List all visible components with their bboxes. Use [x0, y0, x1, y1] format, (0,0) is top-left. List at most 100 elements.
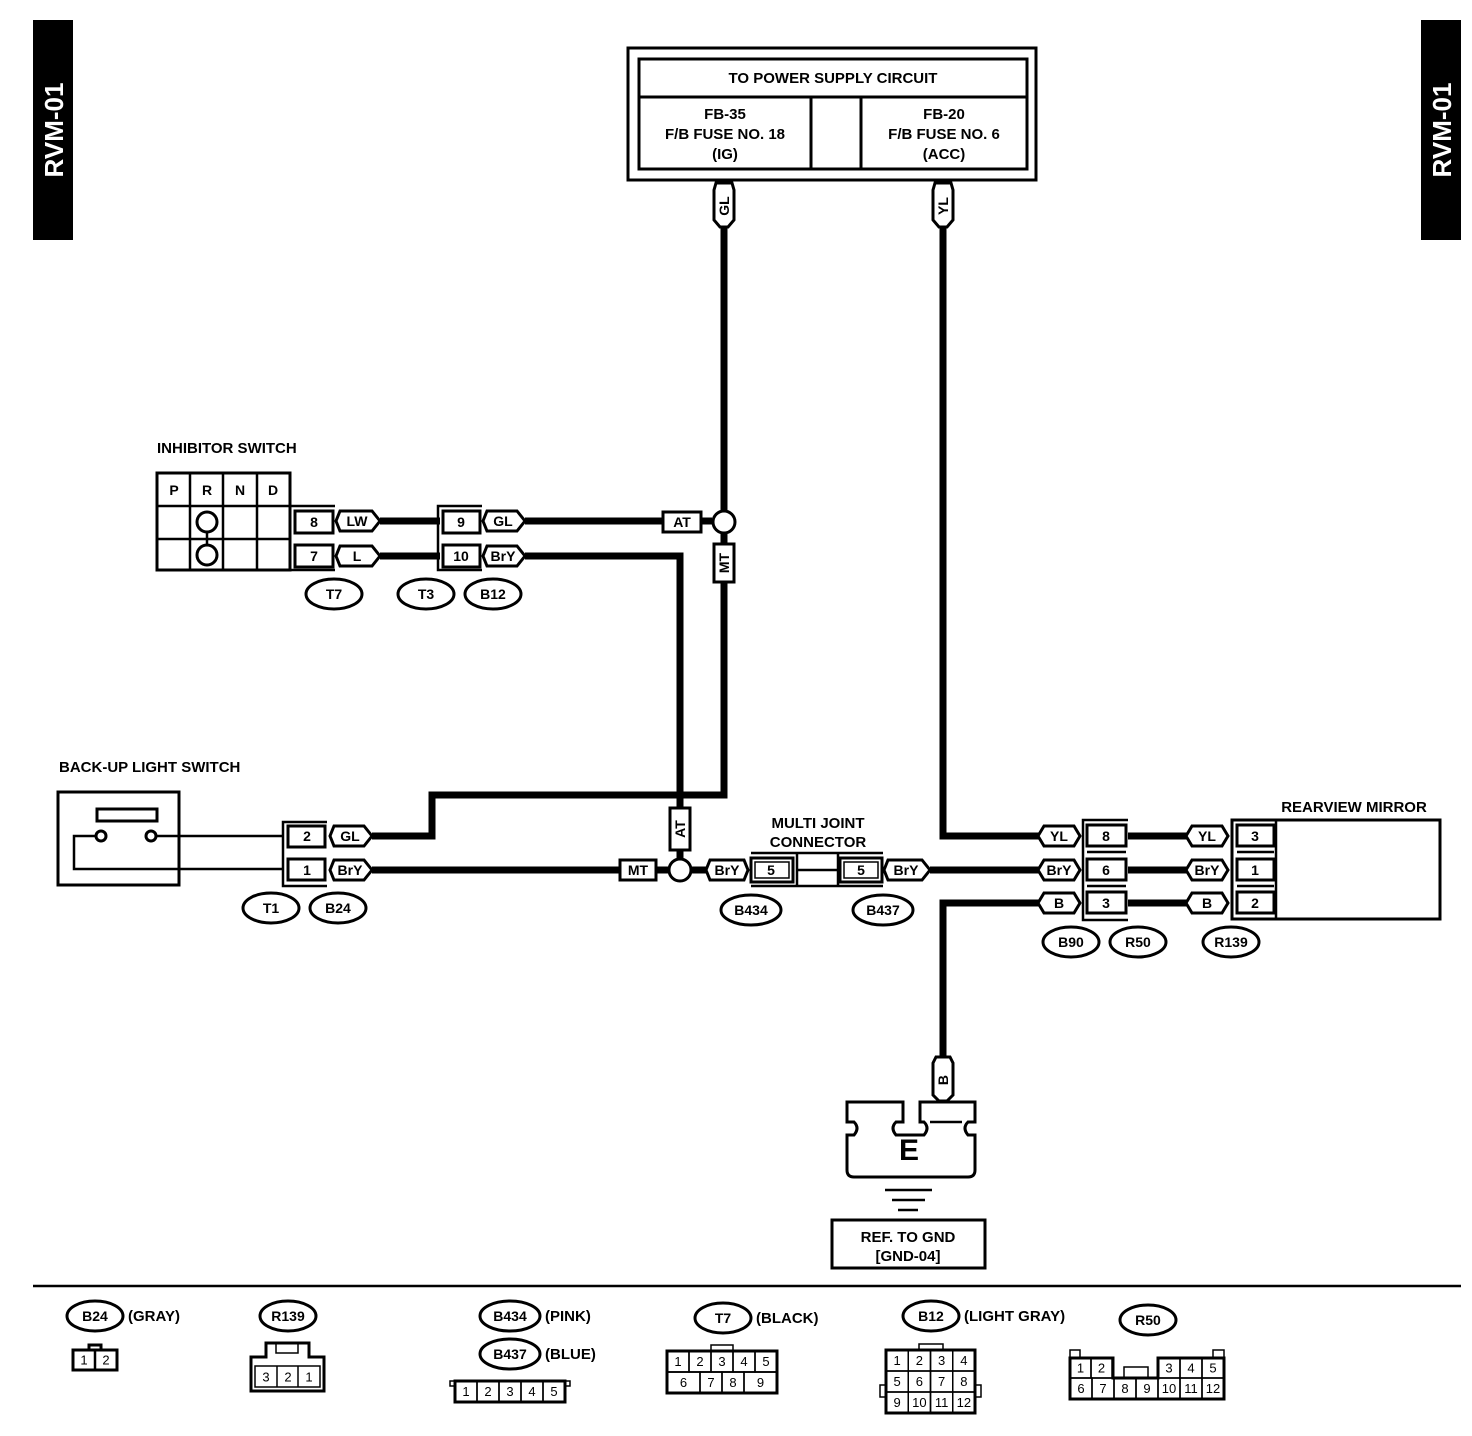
svg-text:YL: YL: [1050, 828, 1068, 844]
svg-text:B437: B437: [493, 1346, 527, 1362]
wire-tag-bry-r139: BrY: [1184, 858, 1230, 882]
svg-text:8: 8: [1102, 828, 1110, 844]
svg-text:T3: T3: [418, 586, 435, 602]
junction-top: AT MT: [661, 509, 737, 584]
connector-tag-r139: R139: [1201, 925, 1261, 959]
ground-terminal: E: [845, 1100, 977, 1179]
svg-text:AT: AT: [673, 514, 691, 530]
connector-tag-b90: B90: [1041, 925, 1101, 959]
svg-text:BrY: BrY: [715, 862, 741, 878]
svg-text:B: B: [1202, 895, 1212, 911]
svg-text:(GRAY): (GRAY): [128, 1308, 180, 1325]
svg-text:LW: LW: [347, 513, 369, 529]
connector-tag-r50: R50: [1108, 925, 1168, 959]
wire-bry-at: [525, 552, 684, 808]
pin-number: 2: [696, 1354, 703, 1369]
pin-number: 1: [894, 1353, 901, 1368]
pin-number: 1: [462, 1384, 469, 1399]
svg-text:1: 1: [1251, 862, 1259, 878]
svg-text:B434: B434: [493, 1308, 527, 1324]
svg-text:YL: YL: [1198, 828, 1216, 844]
svg-text:[GND-04]: [GND-04]: [875, 1248, 940, 1265]
pin-number: 3: [718, 1354, 725, 1369]
pin-number: 8: [729, 1375, 736, 1390]
fuse-left-line3: (IG): [712, 146, 738, 163]
svg-text:D: D: [268, 482, 278, 498]
svg-text:3: 3: [1251, 828, 1259, 844]
svg-text:(LIGHT GRAY): (LIGHT GRAY): [964, 1308, 1065, 1325]
svg-text:2: 2: [303, 828, 311, 844]
wire-tag-l: L: [334, 544, 382, 568]
svg-text:10: 10: [453, 548, 469, 564]
svg-text:5: 5: [857, 862, 865, 878]
connector-tag-b437: B437: [851, 893, 915, 927]
svg-text:BrY: BrY: [894, 862, 920, 878]
backup-light-switch-title: BACK-UP LIGHT SWITCH: [59, 759, 240, 776]
rearview-mirror: 3 1 2: [1230, 818, 1442, 921]
legend-r139: R139 3 2 1: [249, 1299, 326, 1393]
svg-text:GL: GL: [493, 513, 513, 529]
pin-number: 2: [1098, 1361, 1105, 1376]
pin-number: 6: [680, 1375, 687, 1390]
svg-text:B12: B12: [918, 1308, 944, 1324]
pin-number: 3: [938, 1353, 945, 1368]
pin-number: 8: [1121, 1381, 1128, 1396]
pin-cell: [743, 1371, 778, 1394]
pin-number: 12: [1206, 1381, 1220, 1396]
svg-text:B24: B24: [82, 1308, 108, 1324]
wire-tag-yl-top: YL: [931, 181, 955, 229]
svg-text:P: P: [169, 482, 178, 498]
ground-symbol: [885, 1188, 932, 1212]
pin-number: 4: [528, 1384, 535, 1399]
svg-text:BrY: BrY: [491, 548, 517, 564]
side-tab-right: RVM-01: [1421, 20, 1461, 240]
svg-text:T1: T1: [263, 900, 280, 916]
wire-tag-b-ground: B: [931, 1055, 955, 1103]
svg-text:8: 8: [310, 514, 318, 530]
pin-number: 5: [762, 1354, 769, 1369]
side-tab-left: RVM-01: [33, 20, 73, 240]
ground-label: E: [899, 1134, 919, 1167]
svg-text:2: 2: [284, 1370, 291, 1385]
svg-text:3: 3: [262, 1370, 269, 1385]
svg-text:T7: T7: [326, 586, 343, 602]
svg-text:7: 7: [310, 548, 318, 564]
svg-text:YL: YL: [935, 197, 951, 215]
multi-joint-connector: 5 5: [749, 851, 884, 888]
fuse-left-line1: FB-35: [704, 106, 746, 123]
pin-number: 1: [1077, 1361, 1084, 1376]
svg-text:BrY: BrY: [1195, 862, 1221, 878]
svg-text:2: 2: [1251, 895, 1259, 911]
svg-text:N: N: [235, 482, 245, 498]
pin-number: 5: [894, 1374, 901, 1389]
pin-number: 9: [894, 1395, 901, 1410]
svg-text:B24: B24: [325, 900, 351, 916]
connector-b90-r50: 8 6 3: [1081, 818, 1128, 922]
svg-text:REF. TO GND: REF. TO GND: [861, 1229, 956, 1246]
connector-tag-t1: T1: [241, 891, 301, 925]
pin-number: 7: [1099, 1381, 1106, 1396]
svg-text:1: 1: [303, 862, 311, 878]
svg-text:B: B: [1054, 895, 1064, 911]
pin-number: 11: [1184, 1381, 1198, 1396]
pin-number: 5: [1209, 1361, 1216, 1376]
pin-number: 1: [674, 1354, 681, 1369]
svg-text:(PINK): (PINK): [545, 1308, 591, 1325]
multi-joint-title-line1: MULTI JOINT: [771, 815, 864, 832]
inhibitor-switch-title: INHIBITOR SWITCH: [157, 440, 297, 457]
wire-tag-b-b90: B: [1036, 891, 1082, 915]
wire-tag-bry-backup: BrY: [328, 858, 374, 882]
connector-b12-t3: 9 10: [436, 504, 482, 572]
connector-tag-b12: B12: [463, 577, 523, 611]
svg-text:2: 2: [102, 1353, 109, 1368]
svg-text:(BLACK): (BLACK): [756, 1310, 818, 1327]
fuse-right-line1: FB-20: [923, 106, 965, 123]
pin-cell: [952, 1391, 976, 1414]
legend-b434: B434 (PINK): [478, 1299, 591, 1333]
backup-light-switch: 2 1: [56, 790, 327, 888]
pin-number: 3: [506, 1384, 513, 1399]
svg-text:R139: R139: [271, 1308, 305, 1324]
pin-number: 4: [1187, 1361, 1194, 1376]
